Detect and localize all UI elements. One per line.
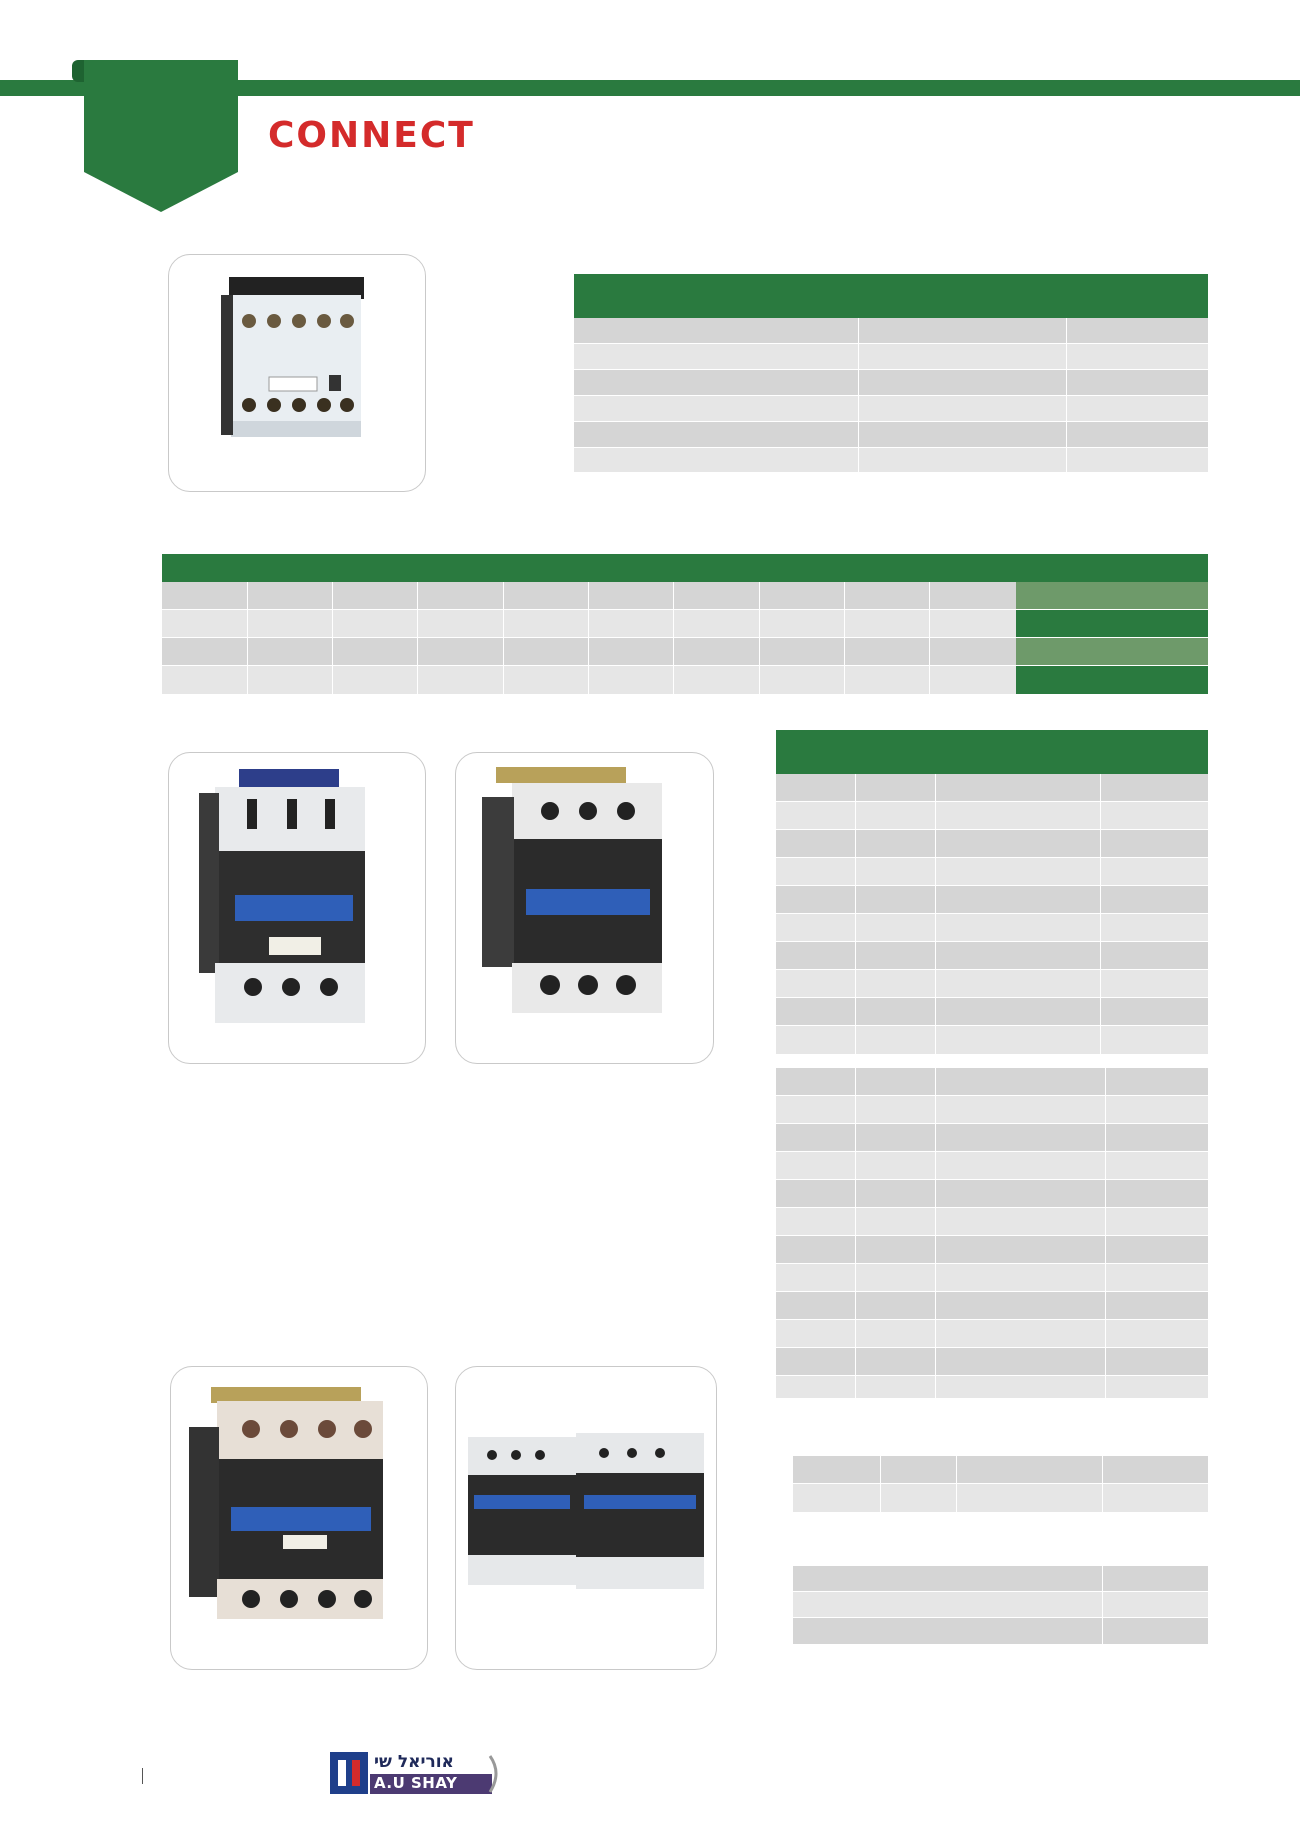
contactor-4pole-icon bbox=[189, 1387, 383, 1619]
table-row bbox=[776, 774, 1208, 801]
table-header bbox=[776, 730, 1208, 774]
company-logo-hebrew: אוריאל שי bbox=[374, 1752, 454, 1772]
table-cell-accent bbox=[1016, 582, 1208, 609]
product-card-large[interactable] bbox=[455, 752, 714, 1064]
table-row bbox=[776, 914, 1208, 941]
table-row bbox=[776, 802, 1208, 829]
table-row bbox=[776, 998, 1208, 1025]
table-row bbox=[793, 1566, 1208, 1591]
spec-table-4 bbox=[793, 1456, 1208, 1512]
company-logo-icon bbox=[330, 1752, 498, 1794]
contactor-small-icon bbox=[221, 277, 364, 437]
table-row bbox=[574, 318, 1208, 343]
table-cell-accent bbox=[1016, 638, 1208, 665]
table-row bbox=[162, 582, 1016, 609]
table-row bbox=[776, 970, 1208, 997]
table-row bbox=[776, 1026, 1208, 1054]
product-card-3pole[interactable] bbox=[168, 752, 426, 1064]
table-row bbox=[776, 1068, 1208, 1095]
table-row bbox=[776, 1236, 1208, 1263]
table-row bbox=[793, 1456, 1208, 1483]
table-row bbox=[776, 858, 1208, 885]
table-row bbox=[776, 886, 1208, 913]
header-bar bbox=[0, 80, 1300, 96]
spec-table-5 bbox=[793, 1566, 1208, 1644]
table-row bbox=[162, 638, 1016, 665]
product-card-4pole[interactable] bbox=[170, 1366, 428, 1670]
spec-table-2 bbox=[162, 554, 1208, 694]
brand-title: CONNECT bbox=[268, 115, 475, 156]
table-row bbox=[793, 1618, 1208, 1644]
table-row bbox=[776, 1320, 1208, 1347]
table-row bbox=[793, 1592, 1208, 1617]
table-cell-accent bbox=[1016, 666, 1208, 694]
contactor-3pole-icon bbox=[199, 769, 365, 1023]
table-row bbox=[776, 1208, 1208, 1235]
table-row bbox=[776, 942, 1208, 969]
table-row bbox=[776, 1096, 1208, 1123]
contactor-large-icon bbox=[482, 767, 662, 1013]
table-row bbox=[162, 610, 1016, 637]
header-tab bbox=[84, 60, 238, 212]
table-row bbox=[574, 396, 1208, 421]
header-tab-curl bbox=[72, 60, 84, 82]
table-row bbox=[162, 666, 1016, 694]
table-row bbox=[776, 830, 1208, 857]
table-row bbox=[776, 1180, 1208, 1207]
product-card-reversing[interactable] bbox=[455, 1366, 717, 1670]
table-row bbox=[776, 1348, 1208, 1375]
spec-table-3-continued bbox=[776, 1068, 1208, 1398]
table-row bbox=[574, 422, 1208, 447]
table-row bbox=[574, 344, 1208, 369]
table-cell-accent bbox=[1016, 610, 1208, 637]
table-header bbox=[162, 554, 1208, 582]
product-card-mini[interactable] bbox=[168, 254, 426, 492]
spec-table-1 bbox=[574, 274, 1208, 472]
table-row bbox=[574, 448, 1208, 472]
company-logo-name: A.U SHAY bbox=[374, 1774, 458, 1792]
table-row bbox=[793, 1484, 1208, 1512]
table-row bbox=[776, 1264, 1208, 1291]
footer-divider bbox=[142, 1768, 143, 1784]
table-row bbox=[574, 370, 1208, 395]
table-row bbox=[776, 1124, 1208, 1151]
table-header bbox=[574, 274, 1208, 318]
table-row bbox=[776, 1376, 1208, 1398]
table-row bbox=[776, 1152, 1208, 1179]
table-row bbox=[776, 1292, 1208, 1319]
contactor-reversing-icon bbox=[468, 1433, 704, 1589]
spec-table-3 bbox=[776, 730, 1208, 1054]
